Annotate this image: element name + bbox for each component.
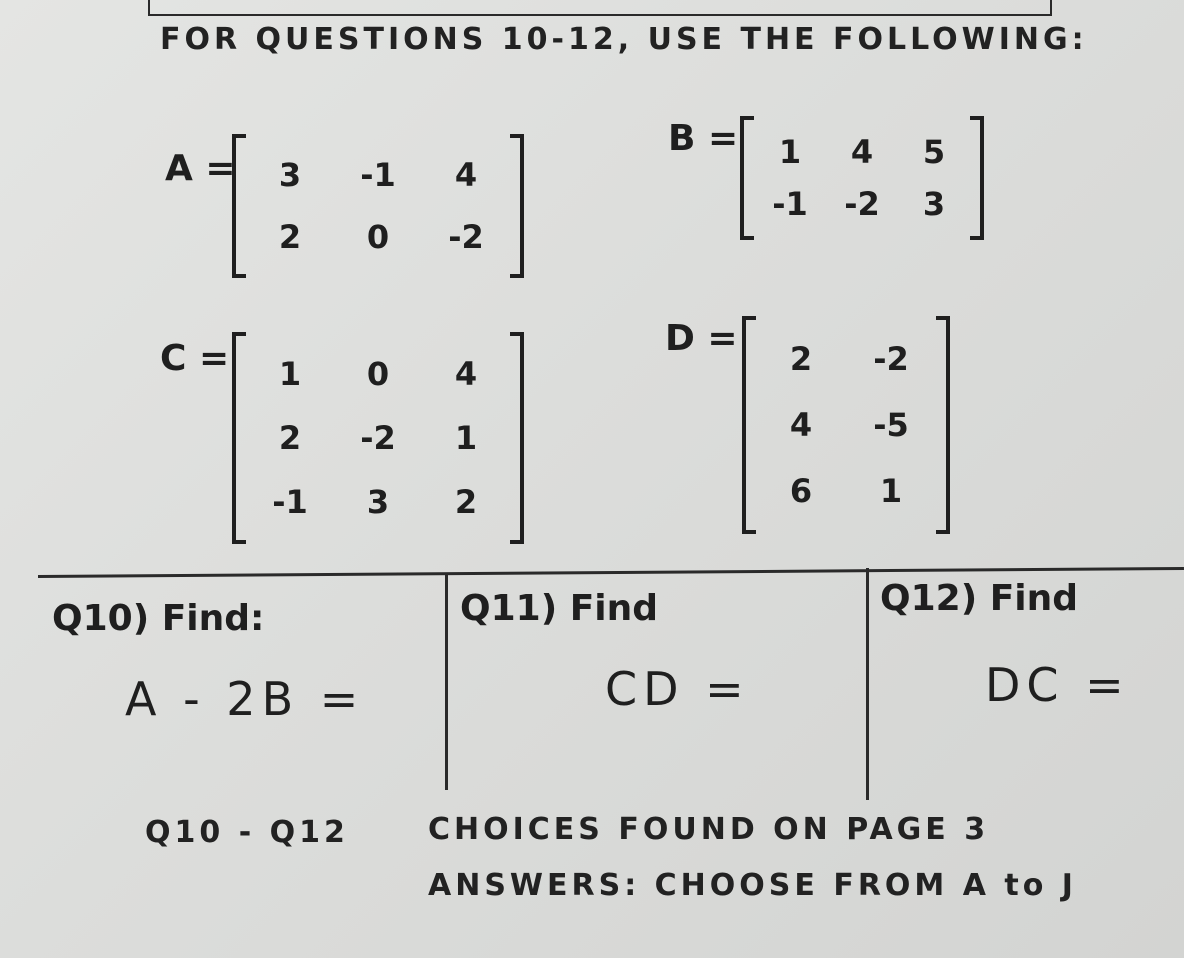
q11-expression: CD = bbox=[605, 662, 750, 716]
matrix-c-row: 2 -2 1 bbox=[246, 406, 510, 470]
footer-answers-line: ANSWERS: CHOOSE FROM A to J bbox=[428, 868, 1077, 903]
q12-title: Q12) Find bbox=[880, 578, 1079, 619]
matrix-d-cell: -2 bbox=[873, 340, 909, 378]
matrix-c-cell: 0 bbox=[366, 355, 390, 393]
matrix-d-label: D = bbox=[665, 318, 738, 359]
matrix-a-row: 2 0 -2 bbox=[246, 206, 510, 268]
matrix-a-cell: -1 bbox=[360, 156, 396, 194]
matrix-d-cell: 4 bbox=[789, 406, 813, 444]
matrix-a-cell: 4 bbox=[454, 156, 478, 194]
matrix-c-cell: 1 bbox=[278, 355, 302, 393]
matrix-d-row: 4 -5 bbox=[756, 392, 936, 458]
matrix-d-cell: 1 bbox=[879, 472, 903, 510]
matrix-b-cell: 3 bbox=[922, 185, 946, 223]
matrix-b-cell: -2 bbox=[844, 185, 880, 223]
matrix-c-cell: 3 bbox=[366, 483, 390, 521]
matrix-a-cell: 3 bbox=[278, 156, 302, 194]
matrix-a-cell: 0 bbox=[366, 218, 390, 256]
q10-expression: A - 2B = bbox=[125, 672, 365, 726]
matrix-a-label: A = bbox=[165, 148, 236, 189]
matrix-a: 3 -1 4 2 0 -2 bbox=[232, 134, 524, 278]
matrix-b-row: 1 4 5 bbox=[754, 126, 970, 178]
matrix-c: 1 0 4 2 -2 1 -1 3 2 bbox=[232, 332, 524, 544]
matrix-b-label: B = bbox=[668, 118, 739, 159]
matrix-c-cell: 2 bbox=[454, 483, 478, 521]
matrix-b-cell: 4 bbox=[850, 133, 874, 171]
matrix-c-cell: -1 bbox=[272, 483, 308, 521]
matrix-c-cell: 2 bbox=[278, 419, 302, 457]
matrix-c-cell: 4 bbox=[454, 355, 478, 393]
instruction-text: FOR QUESTIONS 10-12, USE THE FOLLOWING: bbox=[160, 22, 1088, 57]
matrix-b-cell: 1 bbox=[778, 133, 802, 171]
question-divider-right bbox=[866, 568, 869, 800]
matrix-d-row: 2 -2 bbox=[756, 326, 936, 392]
top-answer-box bbox=[148, 0, 1052, 16]
matrix-d-cell: 6 bbox=[789, 472, 813, 510]
question-divider-horizontal bbox=[37, 566, 1184, 578]
matrix-c-cell: 1 bbox=[454, 419, 478, 457]
q12-expression: DC = bbox=[985, 658, 1130, 712]
question-divider-left bbox=[445, 574, 448, 790]
matrix-c-label: C = bbox=[160, 338, 230, 379]
matrix-a-cell: 2 bbox=[278, 218, 302, 256]
matrix-a-row: 3 -1 4 bbox=[246, 144, 510, 206]
matrix-a-cell: -2 bbox=[448, 218, 484, 256]
matrix-c-row: 1 0 4 bbox=[246, 342, 510, 406]
q10-title: Q10) Find: bbox=[52, 598, 265, 639]
matrix-b-cell: 5 bbox=[922, 133, 946, 171]
matrix-b-row: -1 -2 3 bbox=[754, 178, 970, 230]
footer-question-range: Q10 - Q12 bbox=[145, 815, 349, 850]
matrix-d-cell: 2 bbox=[789, 340, 813, 378]
matrix-b: 1 4 5 -1 -2 3 bbox=[740, 116, 984, 240]
matrix-c-row: -1 3 2 bbox=[246, 470, 510, 534]
q11-title: Q11) Find bbox=[460, 588, 659, 629]
footer-choices-line: CHOICES FOUND ON PAGE 3 bbox=[428, 812, 990, 847]
matrix-c-cell: -2 bbox=[360, 419, 396, 457]
matrix-b-cell: -1 bbox=[772, 185, 808, 223]
matrix-d-cell: -5 bbox=[873, 406, 909, 444]
